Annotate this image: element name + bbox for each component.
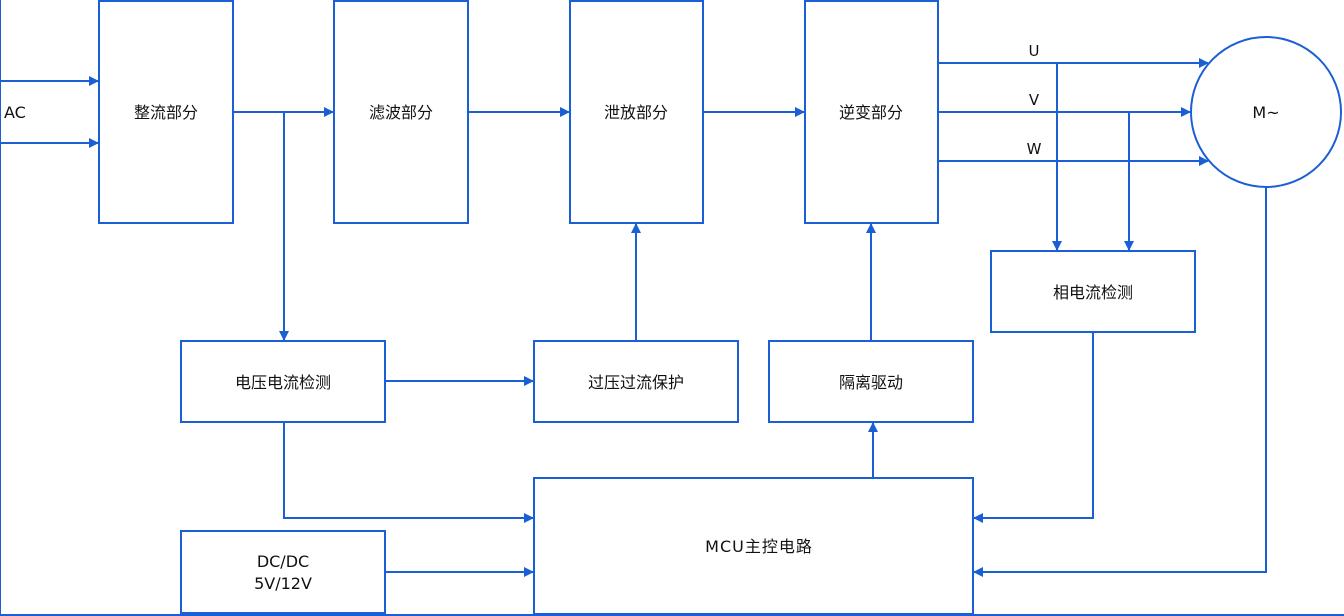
mcu-block	[533, 477, 974, 615]
mcu-label: MCU主控电路	[705, 537, 813, 556]
filter-label: 滤波部分	[369, 103, 433, 122]
phase-current-to-mcu-arrow	[973, 332, 1094, 523]
phase-current-label: 相电流检测	[1053, 283, 1133, 302]
dcdc-label-line1: DC/DC	[257, 552, 309, 571]
phase-v-label: V	[1029, 91, 1040, 109]
volt-current-block	[180, 340, 386, 423]
motor-feedback-to-mcu-arrow	[973, 187, 1267, 577]
isolation-drive-label: 隔离驱动	[839, 373, 903, 392]
dcdc-label-line2: 5V/12V	[254, 574, 312, 593]
protection-block	[533, 340, 739, 423]
discharge-label: 泄放部分	[604, 103, 668, 122]
rectifier-block	[98, 0, 234, 224]
phase-u-label: U	[1029, 42, 1040, 60]
isolation-drive-block	[768, 340, 974, 423]
volt-current-label: 电压电流检测	[235, 373, 331, 392]
filter-block	[333, 0, 469, 224]
phase-current-block	[990, 250, 1196, 333]
phase-w-label: W	[1027, 140, 1042, 158]
inverter-label: 逆变部分	[839, 103, 903, 122]
rectifier-label: 整流部分	[134, 103, 198, 122]
protection-label: 过压过流保护	[588, 373, 684, 392]
motor-label: M~	[1252, 103, 1279, 122]
ac-input-label: AC	[4, 103, 26, 122]
dcdc-block	[180, 530, 386, 614]
volt-current-to-mcu-arrow	[283, 422, 534, 523]
